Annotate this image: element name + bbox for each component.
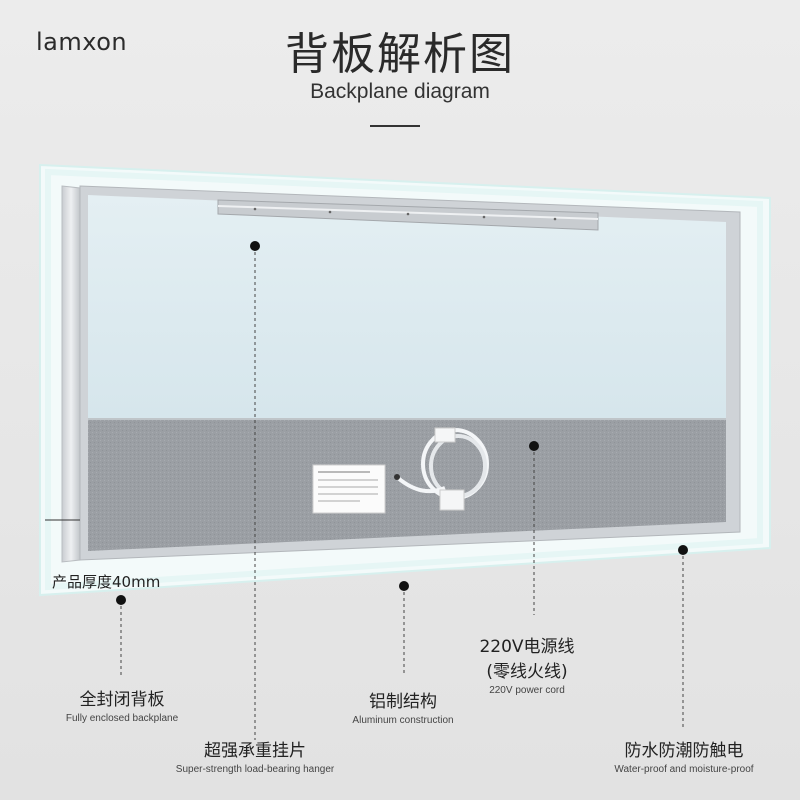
brand-logo: lamxon [36, 28, 128, 56]
callout-hanger-cn: 超强承重挂片 [204, 741, 306, 761]
callout-enclosed-cn: 全封闭背板 [79, 690, 165, 710]
callout-dots [116, 241, 688, 605]
callout-waterproof-cn: 防水防潮防触电 [624, 741, 744, 761]
page-subtitle: Backplane diagram [310, 80, 490, 103]
callout-waterproof: 防水防潮防触电 Water-proof and moisture-proof [594, 736, 774, 775]
mirror-side-edge [61, 185, 81, 563]
thickness-label: 产品厚度40mm [52, 573, 161, 591]
callout-cord-cn2: (零线火线) [486, 662, 568, 682]
callout-power-cord: 220V电源线 (零线火线) 220V power cord [462, 632, 592, 696]
callout-aluminum-en: Aluminum construction [352, 715, 454, 726]
callout-enclosed-backplane: 全封闭背板 Fully enclosed backplane [52, 685, 192, 724]
callout-hanger: 超强承重挂片 Super-strength load-bearing hange… [160, 736, 350, 775]
spec-label-sticker [312, 464, 386, 514]
backplane-upper-panel [88, 195, 726, 418]
callout-waterproof-en: Water-proof and moisture-proof [614, 764, 754, 775]
callout-aluminum-cn: 铝制结构 [369, 692, 437, 712]
callout-cord-cn: 220V电源线 [479, 637, 575, 657]
callout-hanger-en: Super-strength load-bearing hanger [175, 764, 335, 775]
callout-enclosed-en: Fully enclosed backplane [65, 713, 179, 724]
callout-leaders [120, 246, 684, 740]
title-divider [370, 125, 420, 127]
callout-cord-en: 220V power cord [489, 685, 565, 696]
page-title: 背板解析图 [285, 29, 515, 80]
callout-aluminum: 铝制结构 Aluminum construction [340, 687, 466, 726]
